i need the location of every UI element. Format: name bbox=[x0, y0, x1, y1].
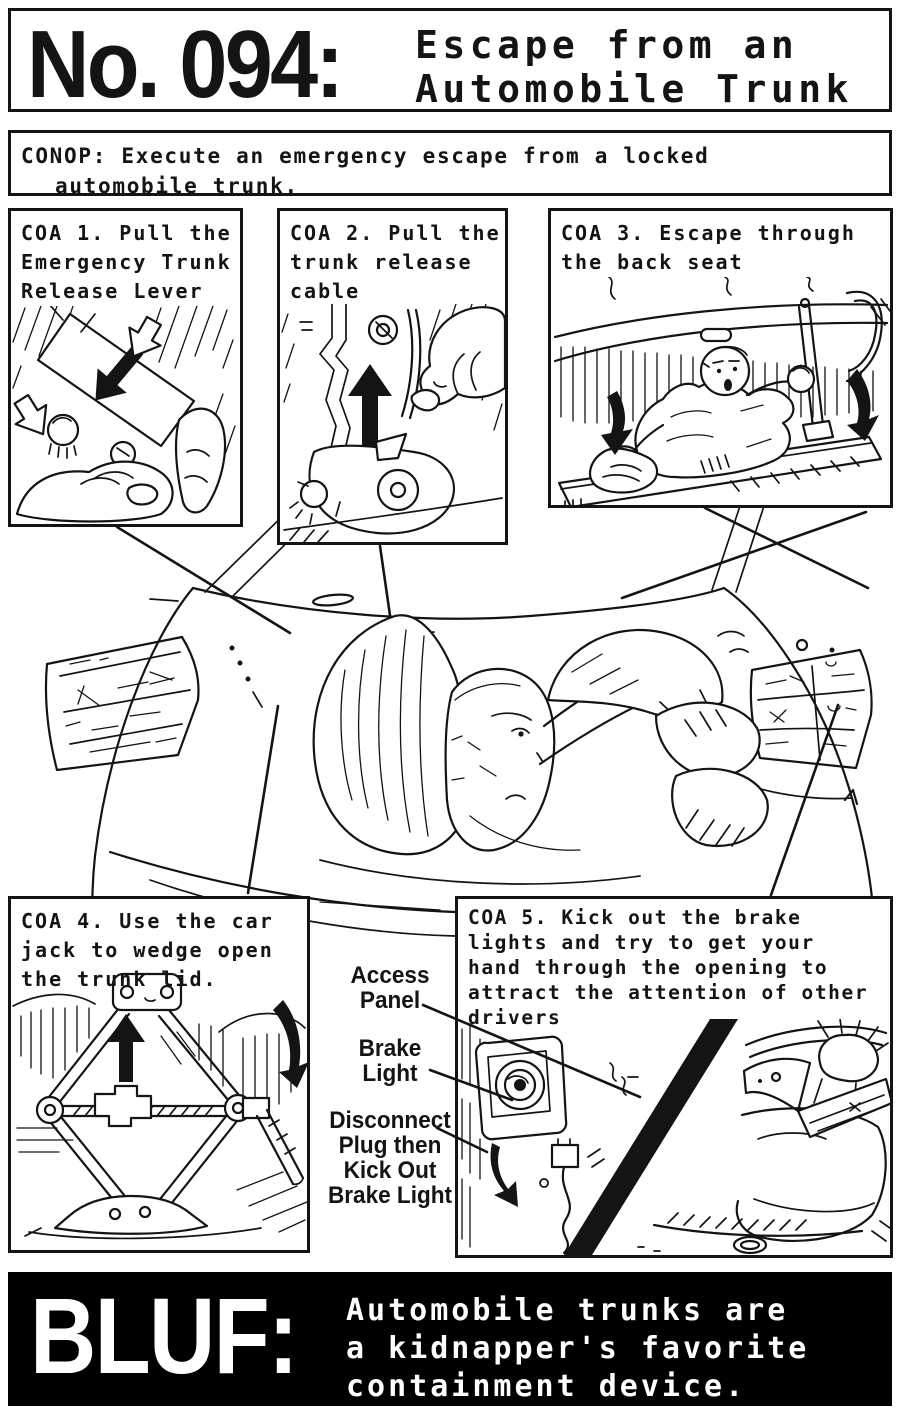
curved-down-arrow-icon bbox=[847, 369, 879, 441]
title-line: Escape from an bbox=[415, 23, 799, 67]
callout-access-panel: Access Panel bbox=[320, 963, 461, 1013]
callout-line: Light bbox=[362, 1060, 418, 1087]
down-left-arrow-icon bbox=[601, 391, 633, 455]
curved-down-arrow-icon bbox=[490, 1143, 518, 1207]
bluf-label: BLUF: bbox=[30, 1275, 299, 1396]
coa4-title: COA 4. Use the car jack to wedge open th… bbox=[11, 899, 307, 994]
callout-line: Kick Out bbox=[343, 1157, 437, 1184]
coa5-title-line: attract the attention of other bbox=[468, 981, 869, 1004]
coa2-title-line: trunk release bbox=[290, 250, 473, 274]
pull-direction-arrow-icon bbox=[95, 345, 144, 401]
coa5-panel: COA 5. Kick out the brake lights and try… bbox=[455, 896, 893, 1258]
conop-box: CONOP: Execute an emergency escape from … bbox=[8, 130, 892, 198]
bluf-text: Automobile trunks are a kidnapper's favo… bbox=[346, 1292, 809, 1406]
coa2-title-line: cable bbox=[290, 279, 361, 303]
coa1-release-lever-figure bbox=[12, 306, 236, 523]
callout-brake-light: Brake Light bbox=[320, 1036, 461, 1086]
callout-disconnect-plug: Disconnect Plug then Kick Out Brake Ligh… bbox=[320, 1108, 461, 1208]
bluf-text-line: containment device. bbox=[346, 1369, 747, 1404]
coa5-title: COA 5. Kick out the brake lights and try… bbox=[458, 899, 890, 1030]
up-arrow-icon bbox=[348, 364, 392, 452]
coa4-panel: COA 4. Use the car jack to wedge open th… bbox=[8, 896, 310, 1253]
callout-line: Brake Light bbox=[327, 1182, 453, 1209]
title-line: Automobile Trunk bbox=[415, 67, 854, 111]
coa3-back-seat-figure bbox=[553, 277, 890, 505]
callout-line: Brake bbox=[358, 1035, 422, 1062]
coa5-title-line: hand through the opening to bbox=[468, 956, 829, 979]
callout-line: Plug then bbox=[338, 1132, 442, 1159]
leader-lines bbox=[115, 506, 870, 897]
car-body bbox=[44, 501, 877, 1022]
coa3-title: COA 3. Escape through the back seat bbox=[551, 211, 890, 277]
coa1-title-line: Release Lever bbox=[21, 279, 204, 303]
outline-arrow-icon bbox=[128, 315, 163, 358]
curved-down-arrow-icon bbox=[273, 1000, 307, 1088]
header-box: No. 094: Escape from an Automobile Trunk bbox=[8, 8, 892, 118]
coa2-release-cable-figure bbox=[281, 304, 505, 542]
coa2-title: COA 2. Pull the trunk release cable bbox=[280, 211, 505, 306]
coa5-brake-light-figure bbox=[461, 1019, 890, 1255]
coa3-panel: COA 3. Escape through the back seat bbox=[548, 208, 893, 508]
conop-text-line: automobile trunk. bbox=[55, 174, 299, 198]
callout-line: Disconnect bbox=[329, 1107, 451, 1134]
bluf-banner: BLUF: Automobile trunks are a kidnapper'… bbox=[8, 1272, 892, 1406]
coa4-title-line: COA 4. Use the car bbox=[21, 909, 274, 933]
coa4-title-line: the trunk lid. bbox=[21, 967, 218, 991]
bluf-text-line: Automobile trunks are bbox=[346, 1293, 789, 1328]
coa4-title-line: jack to wedge open bbox=[21, 938, 274, 962]
coa3-title-line: the back seat bbox=[561, 250, 744, 274]
callout-line: Panel bbox=[359, 987, 421, 1014]
coa5-title-line: lights and try to get your bbox=[468, 931, 815, 954]
coa2-title-line: COA 2. Pull the bbox=[290, 221, 501, 245]
conop-text-line: CONOP: Execute an emergency escape from … bbox=[21, 144, 710, 168]
coa5-title-line: COA 5. Kick out the brake bbox=[468, 906, 802, 929]
coa5-title-line: drivers bbox=[468, 1006, 562, 1029]
up-arrow-icon bbox=[107, 1014, 145, 1082]
bluf-text-line: a kidnapper's favorite bbox=[346, 1331, 810, 1366]
coa1-title-line: Emergency Trunk bbox=[21, 250, 232, 274]
coa2-panel: COA 2. Pull the trunk release cable bbox=[277, 208, 508, 545]
skill-number: No. 094: bbox=[27, 11, 344, 118]
coa4-scissor-jack-figure bbox=[12, 972, 307, 1240]
coa1-panel: COA 1. Pull the Emergency Trunk Release … bbox=[8, 208, 243, 527]
page-title: Escape from an Automobile Trunk bbox=[415, 23, 853, 111]
panel-divider-stripe bbox=[564, 1019, 738, 1255]
outline-arrow-icon bbox=[13, 394, 48, 436]
coa3-title-line: COA 3. Escape through bbox=[561, 221, 856, 245]
callout-line: Access bbox=[350, 962, 430, 989]
person-in-trunk bbox=[312, 614, 769, 885]
coa1-title-line: COA 1. Pull the bbox=[21, 221, 232, 245]
coa1-title: COA 1. Pull the Emergency Trunk Release … bbox=[11, 211, 240, 306]
